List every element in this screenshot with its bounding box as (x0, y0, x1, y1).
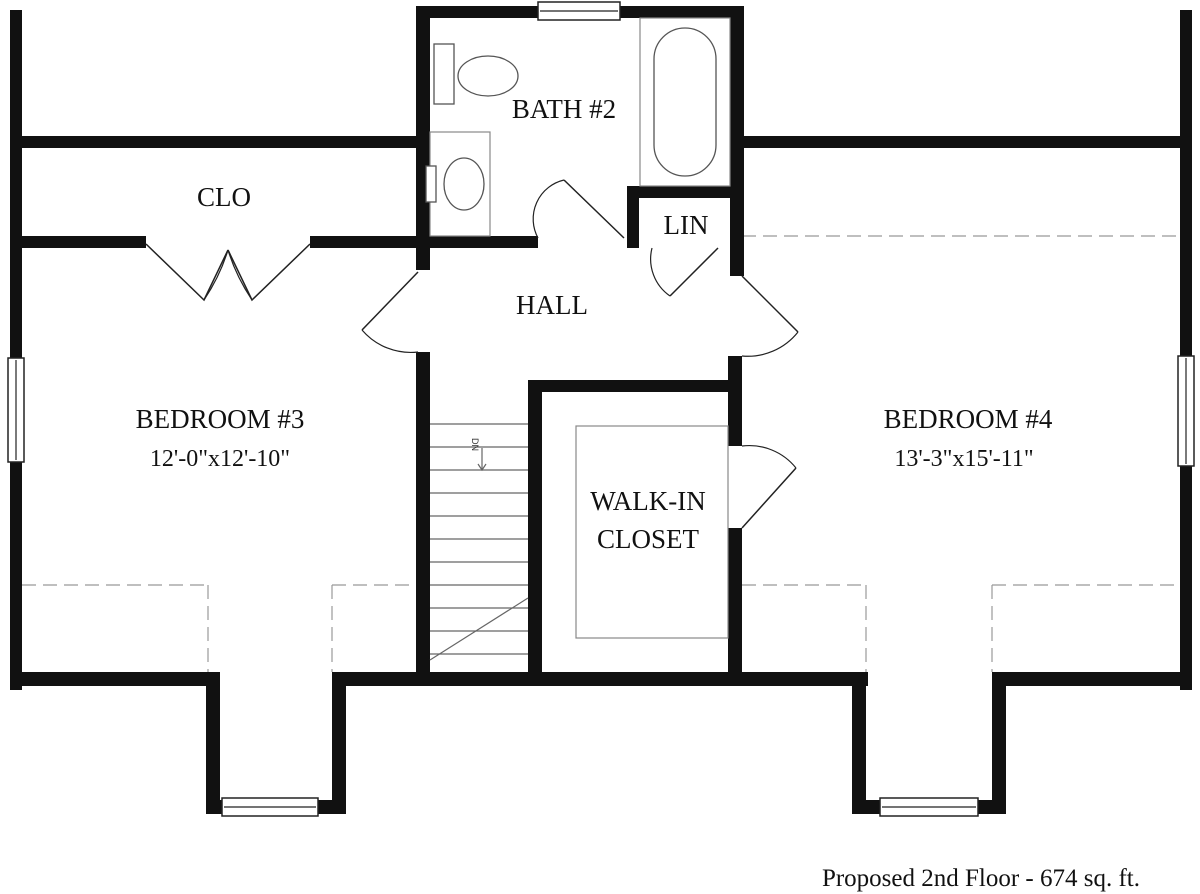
walkin-label-line2: CLOSET (597, 524, 700, 554)
door-bath (532, 179, 625, 239)
window-bottom-right (879, 797, 979, 817)
bedroom4-label: BEDROOM #4 (884, 404, 1053, 434)
doors (145, 179, 799, 529)
window-left (7, 357, 25, 463)
plan-caption: Proposed 2nd Floor - 674 sq. ft. (822, 865, 1140, 892)
stairs: DN (429, 423, 529, 661)
window-bottom-left (221, 797, 319, 817)
walkin-label-line1: WALK-IN (590, 486, 705, 516)
bathtub-icon (639, 17, 731, 187)
knee-wall-lines (22, 235, 1180, 672)
door-clo-bifold (145, 243, 311, 302)
hall-label: HALL (516, 290, 588, 320)
door-bedroom3 (361, 271, 419, 354)
lin-label: LIN (664, 210, 709, 240)
toilet-icon (433, 43, 519, 105)
door-walkin (741, 444, 797, 529)
clo-label: CLO (197, 182, 251, 212)
walkin-shelf (575, 425, 729, 639)
window-bath-top (537, 1, 621, 21)
bedroom4-dimensions: 13'-3"x15'-11" (894, 446, 1033, 472)
windows (7, 1, 1195, 817)
door-lin (650, 247, 719, 297)
stairs-dn-label: DN (470, 438, 480, 451)
bath2-label: BATH #2 (512, 94, 616, 124)
bedroom3-dimensions: 12'-0"x12'-10" (150, 446, 290, 472)
bedroom3-label: BEDROOM #3 (136, 404, 305, 434)
sink-icon (425, 131, 491, 237)
window-right (1177, 355, 1195, 467)
bath-fixtures (425, 17, 731, 237)
room-labels: BATH #2 CLO LIN HALL BEDROOM #3 12'-0"x1… (136, 94, 1053, 554)
walls (10, 6, 1192, 814)
door-bedroom4 (741, 275, 799, 357)
